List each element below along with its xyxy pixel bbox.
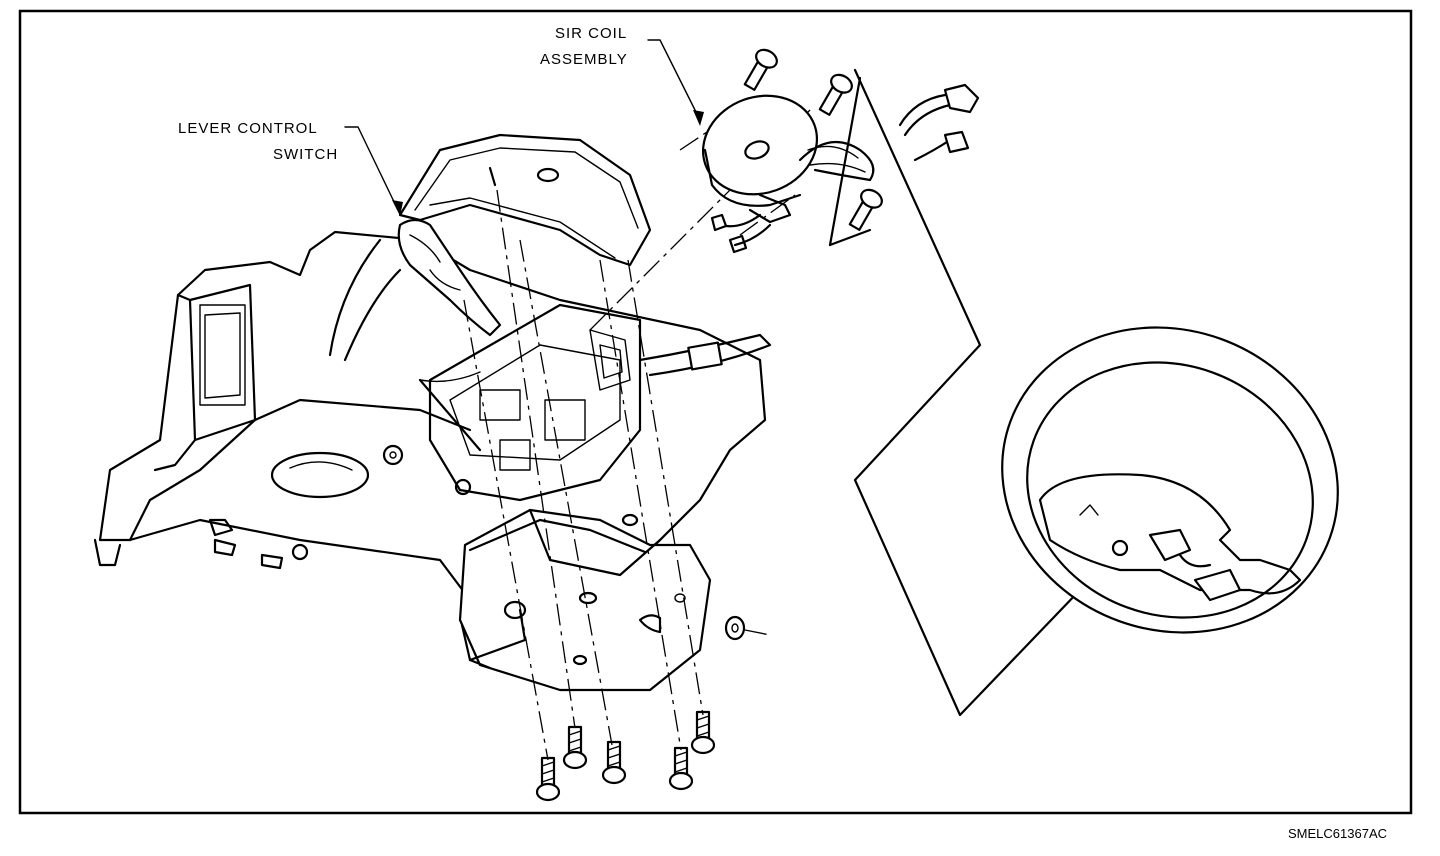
screw [562,725,588,770]
sir-coil-assembly [701,94,875,254]
lever-switch-label-line1: LEVER CONTROL [178,120,318,137]
screw [535,756,561,802]
screw [818,73,853,116]
lever-control-switch [397,218,502,337]
screw [848,188,883,231]
coil-bracket-edge [828,76,862,247]
lever-switch-label-line2: SWITCH [273,146,338,163]
screw [690,710,716,755]
sir-coil-screws [743,48,883,231]
coil-bracket-outline [828,228,872,247]
screw [668,746,694,791]
reference-code: SMELC61367AC [1288,826,1387,841]
assembly-lines [463,109,1211,761]
sir-coil-leader [647,39,704,126]
steering-wheel [1001,326,1339,634]
harness-clips [898,83,980,162]
lower-shroud [458,508,746,692]
column-housing [93,230,772,612]
screw [743,48,778,91]
lower-screws [535,710,716,802]
lever-switch-leader [344,126,403,216]
sir-coil-label-line1: SIR COIL [555,25,627,42]
screw [601,740,627,785]
sir-coil-label-line2: ASSEMBLY [540,51,628,68]
wheel-bracket-outline [853,68,1082,717]
diagram-frame [18,9,1413,815]
upper-shroud [398,133,652,267]
